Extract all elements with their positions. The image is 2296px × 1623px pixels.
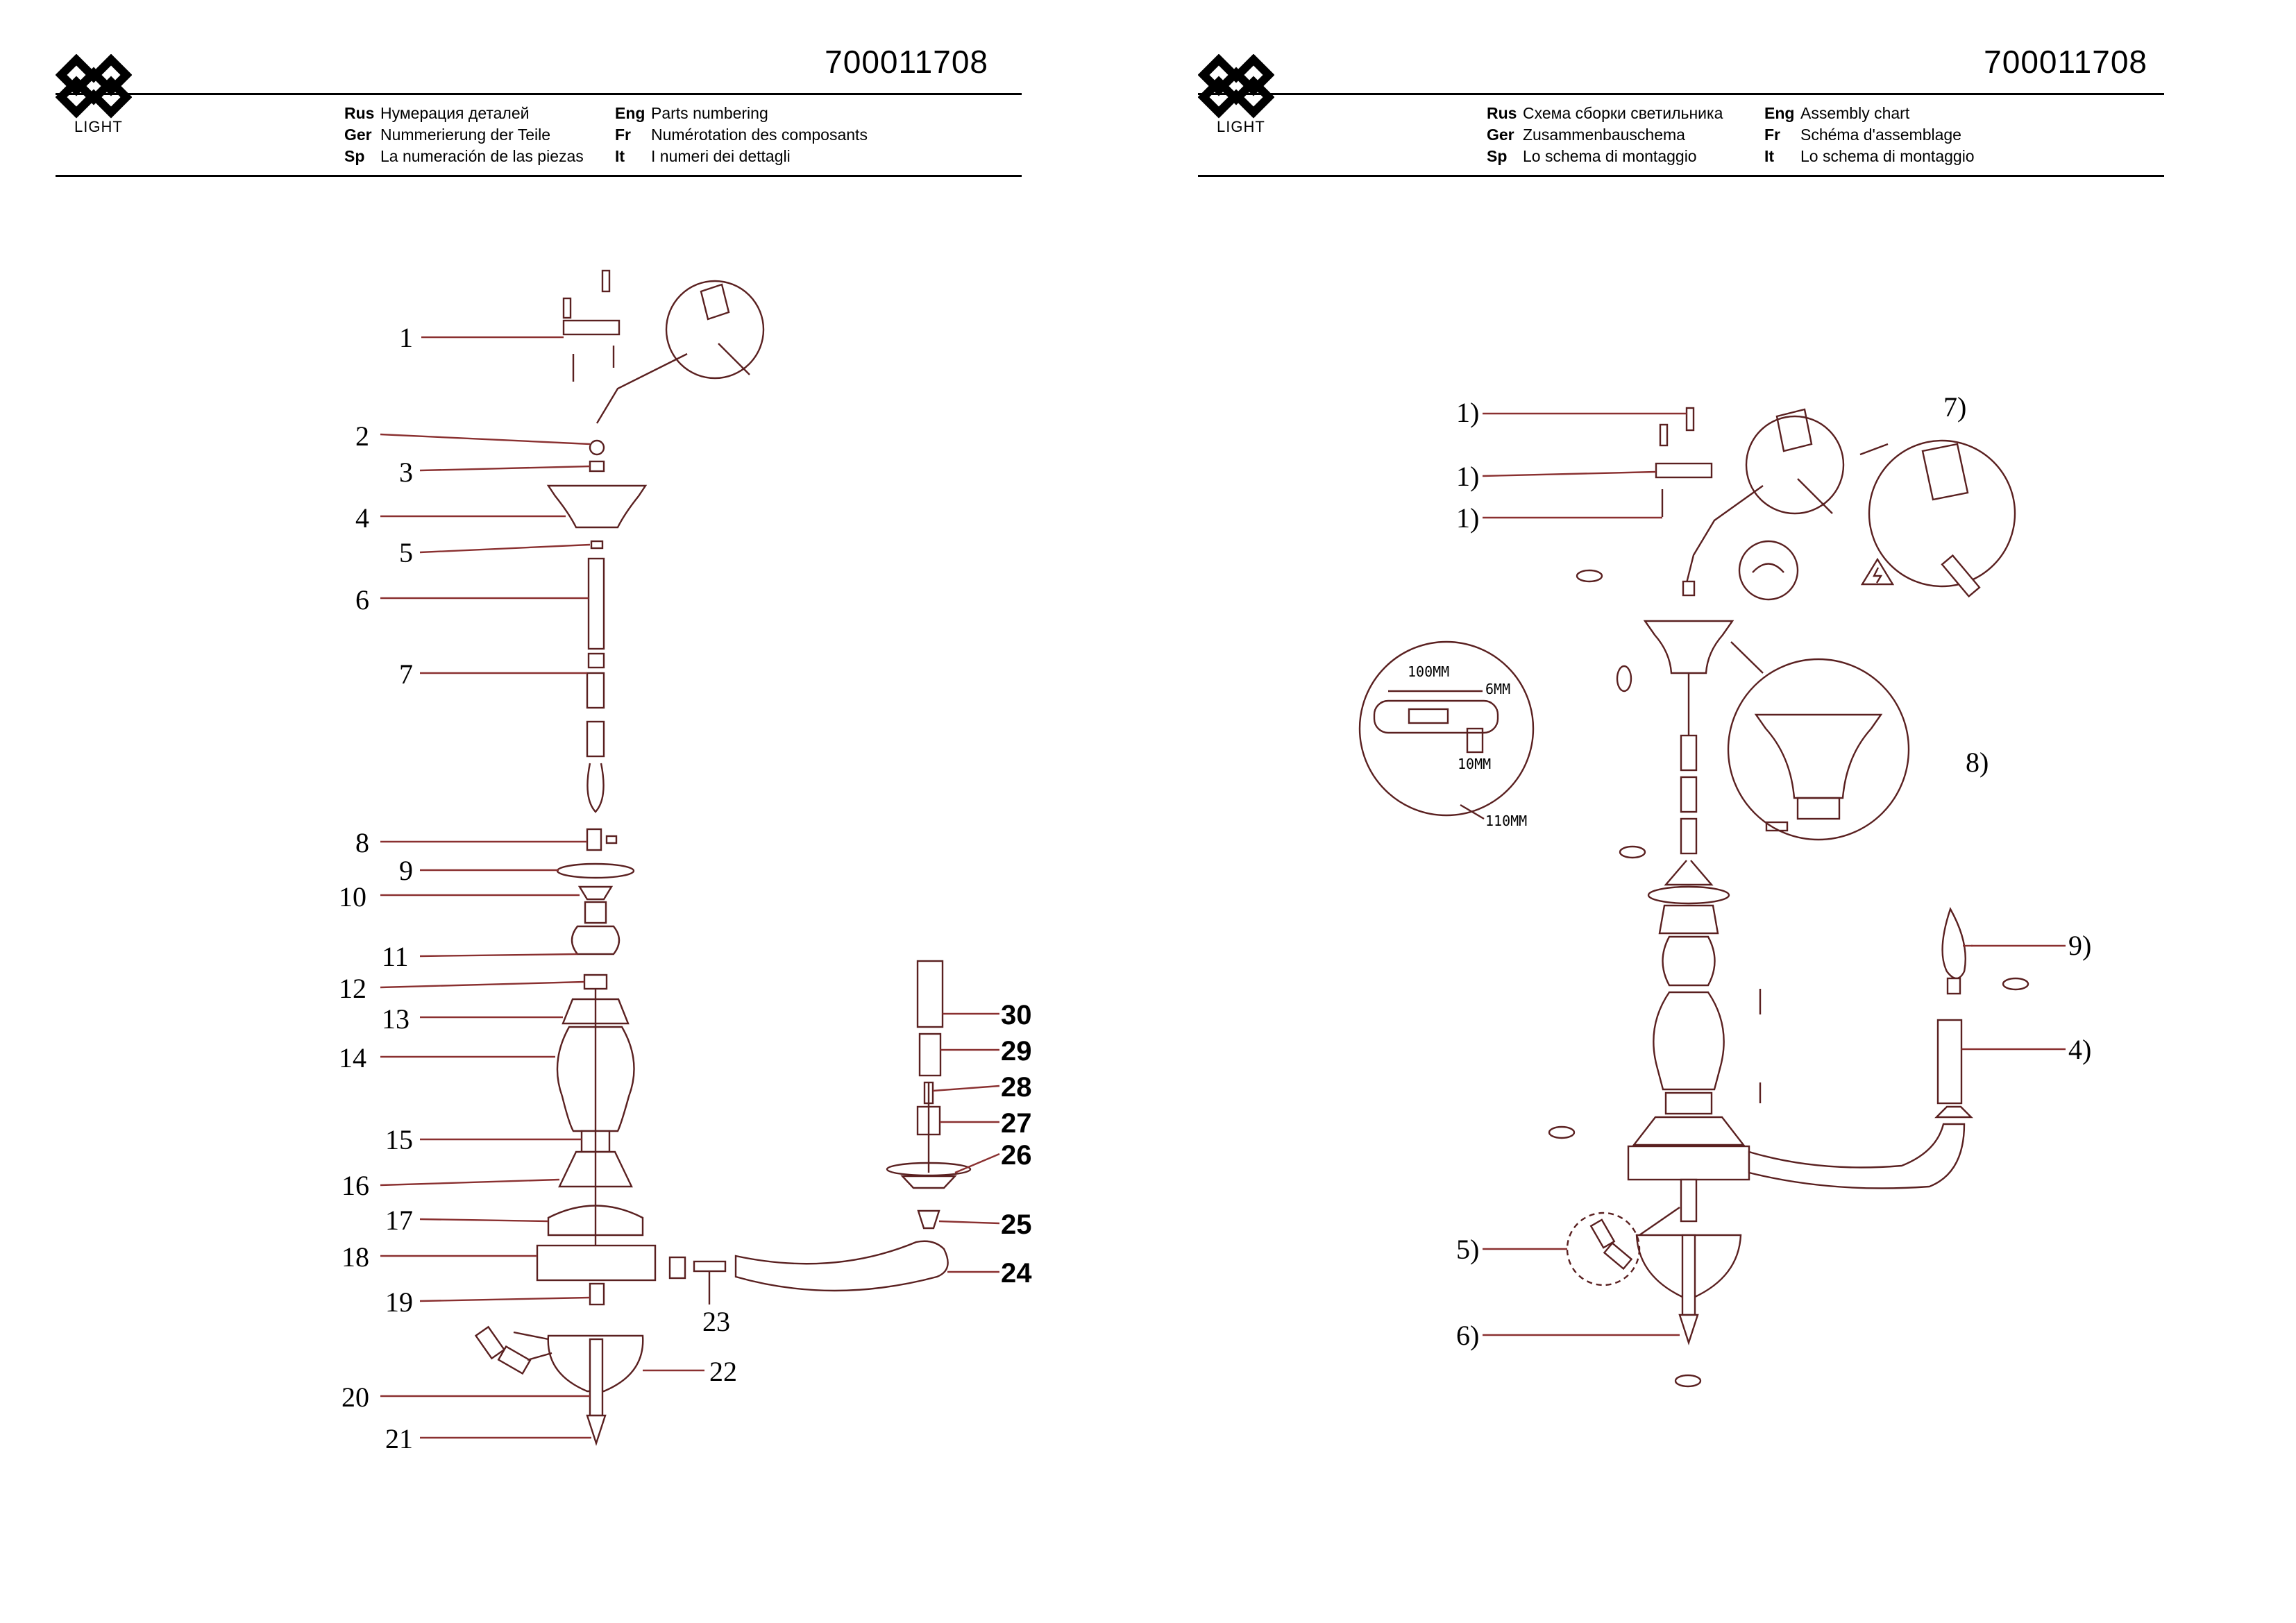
part-label-22: 22 [709, 1356, 737, 1387]
part-label-17: 17 [385, 1205, 413, 1236]
part-label-15: 15 [385, 1124, 413, 1155]
step-label-9: 9) [2068, 930, 2091, 961]
leader-lines-right [1482, 412, 2066, 1336]
part-label-3: 3 [399, 457, 413, 488]
assembly-chart-diagram: 100MM 6MM 10MM 110MM 1) 1) 1) 7) 8) 9) 4… [1358, 391, 2091, 1388]
step-label-1a: 1) [1456, 397, 1479, 428]
part-label-6: 6 [355, 584, 369, 615]
assembly-drawing [1358, 407, 2029, 1388]
rotate-icon [1548, 1125, 1576, 1139]
brand-logo-right: LIGHT [1198, 54, 1274, 137]
rotate-icon [1616, 665, 1632, 692]
step-label-1b: 1) [1456, 461, 1479, 492]
part-label-4: 4 [355, 502, 369, 534]
part-label-8: 8 [355, 827, 369, 858]
part-label-25: 25 [1001, 1209, 1032, 1240]
part-label-26: 26 [1001, 1140, 1032, 1171]
bracket-dimension-labels: 100MM 6MM 10MM 110MM [1408, 663, 1527, 829]
dim-overall: 110MM [1485, 813, 1527, 829]
part-label-9: 9 [399, 855, 413, 886]
part-label-2: 2 [355, 420, 369, 452]
part-label-24: 24 [1001, 1258, 1032, 1289]
part-label-16: 16 [341, 1170, 369, 1201]
part-label-12: 12 [339, 973, 366, 1004]
header-divider-bottom-right [1198, 175, 2164, 177]
part-label-18: 18 [341, 1241, 369, 1273]
part-label-27: 27 [1001, 1108, 1032, 1139]
part-label-11: 11 [382, 941, 409, 972]
rotate-icon [1674, 1374, 1702, 1388]
parts-numbering-diagram: 1 2 3 4 5 6 7 8 9 10 11 12 13 14 15 16 1… [339, 269, 1032, 1454]
part-label-29: 29 [1001, 1036, 1032, 1067]
step-label-4: 4) [2068, 1034, 2091, 1065]
rotate-icon [1619, 845, 1646, 859]
logo-text: LIGHT [74, 118, 123, 135]
part-label-7: 7 [399, 658, 413, 690]
dim-length: 100MM [1408, 663, 1449, 680]
part-label-21: 21 [385, 1423, 413, 1454]
header-divider-top [56, 93, 1022, 95]
part-label-1: 1 [399, 322, 413, 353]
rotate-icon [1576, 569, 1603, 583]
document-number: 700011708 [825, 44, 988, 80]
header-divider-bottom [56, 175, 1022, 177]
electric-warning-icon [1860, 557, 1895, 586]
part-label-13: 13 [382, 1003, 410, 1035]
step-label-5: 5) [1456, 1234, 1479, 1265]
step-label-1c: 1) [1456, 502, 1479, 534]
part-label-20: 20 [341, 1382, 369, 1413]
part-label-10: 10 [339, 881, 366, 912]
dim-slot: 6MM [1485, 681, 1510, 697]
part-label-5: 5 [399, 537, 413, 568]
mw-logo-icon [56, 54, 132, 119]
part-label-14: 14 [339, 1042, 366, 1073]
part-label-28: 28 [1001, 1072, 1032, 1103]
rotate-icon [2002, 977, 2029, 991]
leader-lines [380, 336, 1000, 1439]
part-label-23: 23 [702, 1306, 730, 1337]
exploded-parts-drawing [474, 269, 972, 1446]
document-number-right: 700011708 [1984, 44, 2147, 80]
logo-text: LIGHT [1217, 118, 1265, 135]
header-divider-top-right [1198, 93, 2164, 95]
brand-logo: LIGHT [56, 54, 132, 137]
step-label-8: 8) [1966, 747, 1989, 778]
part-label-30: 30 [1001, 1000, 1032, 1030]
assembly-step-labels: 1) 1) 1) 7) 8) 9) 4) 5) 6) [1456, 391, 2091, 1351]
mw-logo-icon [1198, 54, 1274, 119]
part-label-19: 19 [385, 1286, 413, 1318]
step-label-6: 6) [1456, 1320, 1479, 1351]
step-label-7: 7) [1943, 391, 1966, 423]
dim-width: 10MM [1458, 756, 1491, 772]
part-number-labels: 1 2 3 4 5 6 7 8 9 10 11 12 13 14 15 16 1… [339, 322, 1032, 1454]
